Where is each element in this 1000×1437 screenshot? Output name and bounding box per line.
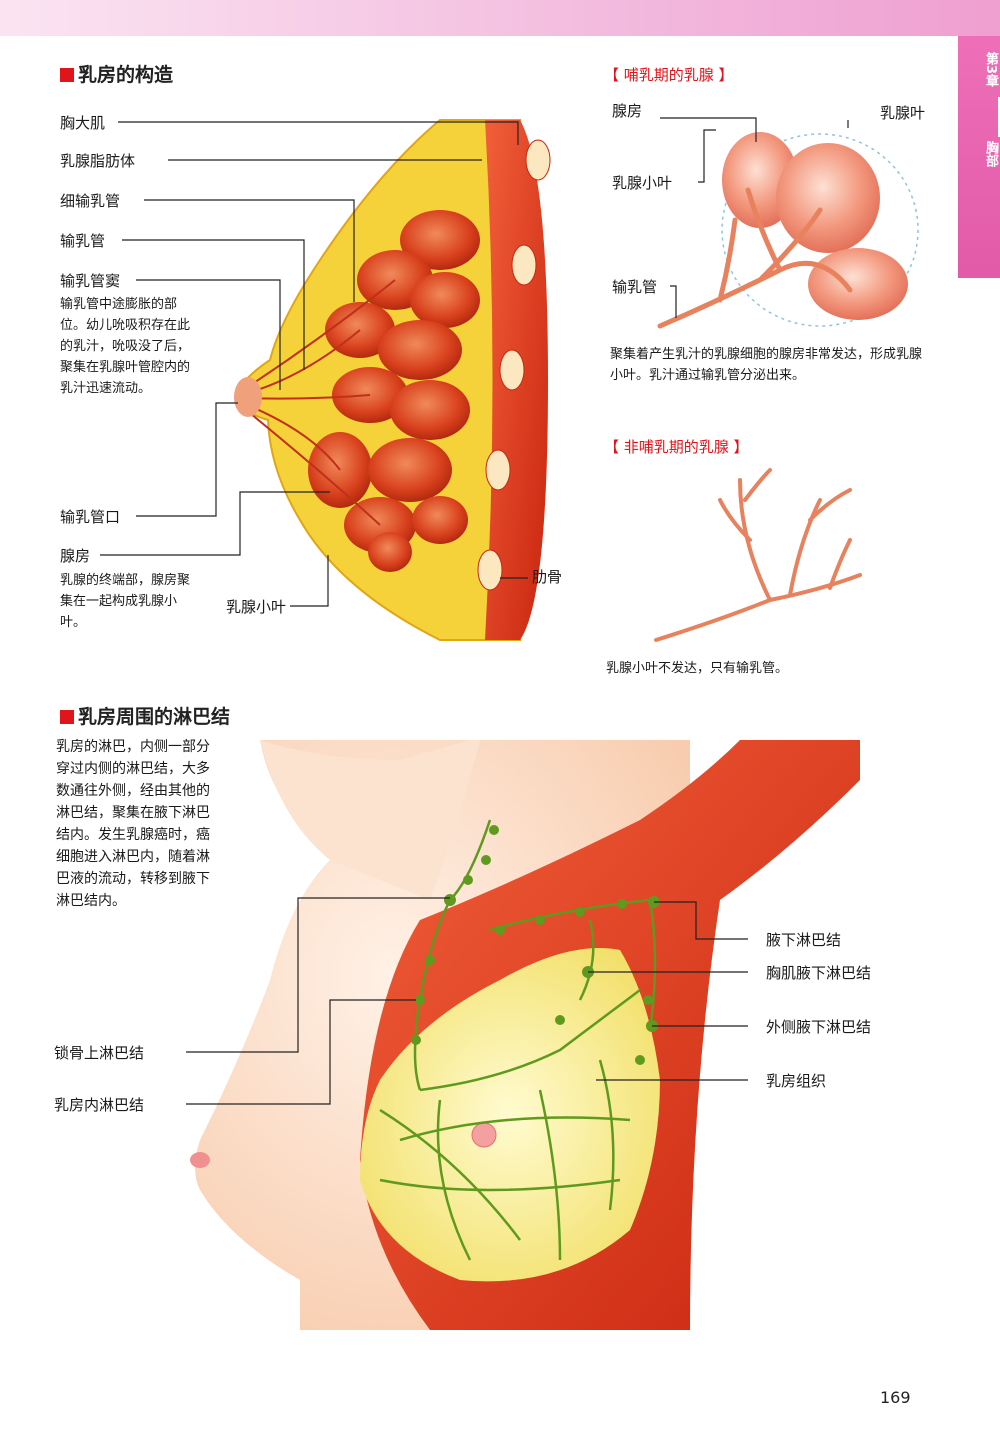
label-lateral-axillary: 外侧腋下淋巴结: [766, 1018, 872, 1036]
label-sinus: 输乳管窦: [60, 272, 121, 290]
label-axillary: 腋下淋巴结: [766, 931, 842, 949]
chapter-number: 第3章: [983, 52, 998, 88]
label-pectoral-axillary: 胸肌腋下淋巴结: [766, 964, 872, 982]
ducts: [239, 279, 396, 526]
section-title-lymph: 乳房周围的淋巴结: [60, 702, 230, 729]
label-lobule: 乳腺小叶: [226, 598, 287, 616]
section-marker: [60, 68, 74, 82]
label-fine-duct: 细输乳管: [60, 192, 121, 210]
label-rib: 肋骨: [532, 568, 563, 586]
label-fat-body: 乳腺脂肪体: [60, 152, 136, 170]
breast-cross-section: [234, 119, 551, 641]
note-lymph: 乳房的淋巴，内侧一部分穿过内侧的淋巴结，大多数通往外侧，经由其他的淋巴结，聚集在…: [56, 739, 210, 909]
section-marker: [60, 710, 74, 724]
label-lactating-duct: 输乳管: [612, 278, 658, 296]
chapter-tab[interactable]: 第3章 胸部: [958, 36, 1000, 278]
label-duct-opening: 输乳管口: [60, 508, 121, 526]
nipple: [234, 377, 262, 417]
nonlactating-duct-illustration: [654, 468, 862, 642]
label-lactating-acinus: 腺房: [612, 102, 643, 120]
chapter-separator: [998, 97, 1000, 138]
label-lactating-lobule: 乳腺小叶: [612, 174, 673, 192]
lymph-leaders: [186, 897, 748, 1105]
label-lactiferous-duct: 输乳管: [60, 232, 106, 250]
rib-sections: [477, 139, 551, 591]
torso-figure: [190, 740, 860, 1330]
lactating-gland-illustration: [657, 132, 919, 329]
label-supraclavicular: 锁骨上淋巴结: [54, 1044, 145, 1062]
cross-section-leaders: [100, 121, 528, 607]
note-acinus: 乳腺的终端部，腺房聚集在一起构成乳腺小叶。: [60, 573, 191, 630]
lactating-leaders: [660, 117, 849, 318]
label-internal-mammary: 乳房内淋巴结: [54, 1096, 145, 1114]
chapter-label: 胸部: [983, 141, 998, 168]
left-breast-profile: [190, 1152, 210, 1168]
title-lactating: 【 哺乳期的乳腺 】: [604, 66, 734, 84]
section-title-text: 乳房的构造: [78, 64, 174, 86]
note-lactating: 聚集着产生乳汁的乳腺细胞的腺房非常发达，形成乳腺小叶。乳汁通过输乳管分泌出来。: [610, 347, 923, 383]
section-title-text: 乳房周围的淋巴结: [78, 706, 231, 728]
neck: [260, 740, 480, 900]
top-decorative-bar: [0, 0, 1000, 36]
page-number: 169: [880, 1388, 911, 1407]
note-sinus: 输乳管中途膨胀的部位。幼儿吮吸积存在此的乳汁，吮吸没了后，聚集在乳腺叶管腔内的乳…: [60, 297, 191, 396]
lymph-vessels: [379, 819, 657, 1261]
nipple-lymph-figure: [471, 1122, 497, 1148]
title-nonlactating: 【 非哺乳期的乳腺 】: [604, 438, 749, 456]
note-nonlactating: 乳腺小叶不发达，只有输乳管。: [606, 661, 789, 676]
label-acinus: 腺房: [60, 547, 91, 565]
label-pectoralis: 胸大肌: [60, 114, 106, 132]
label-breast-tissue: 乳房组织: [766, 1072, 827, 1090]
section-title-structure: 乳房的构造: [60, 60, 173, 87]
label-lactating-lobe: 乳腺叶: [880, 104, 926, 122]
